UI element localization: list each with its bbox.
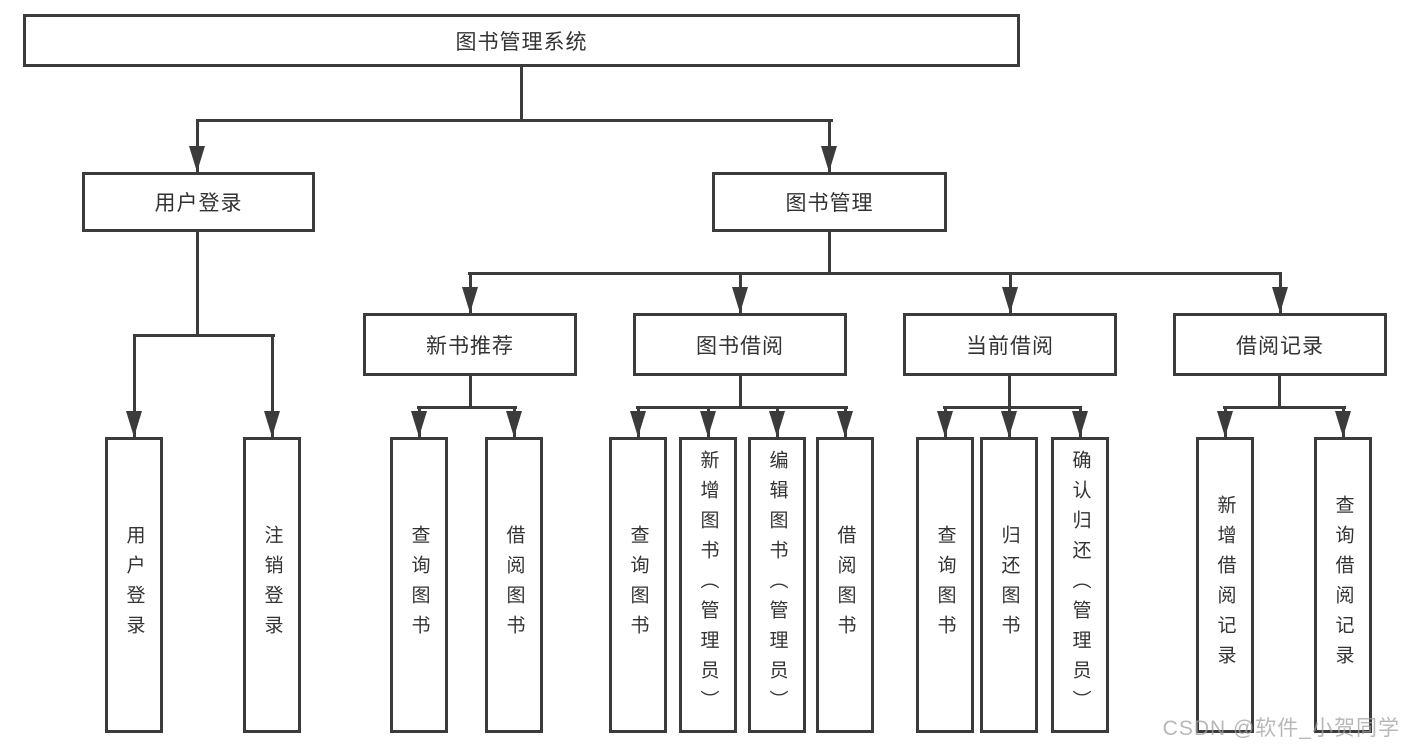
- leaf-borrow-books: 借阅图书: [816, 437, 874, 733]
- connector-stem: [1008, 374, 1011, 409]
- leaf-query-borrow-record: 查询借阅记录: [1314, 437, 1372, 733]
- connector-stem: [469, 374, 472, 409]
- leaf-user-login-label: 用户登录: [123, 525, 145, 645]
- arrow-down-icon: [821, 146, 837, 172]
- arrow-down-icon: [769, 411, 785, 437]
- leaf-borrow-books-recommend-label: 借阅图书: [503, 525, 525, 645]
- node-current-borrow: 当前借阅: [903, 313, 1117, 376]
- connector-drop: [196, 119, 199, 172]
- leaf-confirm-return-admin: 确认归还（管理员）: [1051, 437, 1109, 733]
- node-root-label: 图书管理系统: [455, 30, 588, 54]
- node-new-book-recommend: 新书推荐: [363, 313, 577, 376]
- leaf-confirm-return-admin-label: 确认归还（管理员）: [1069, 450, 1091, 720]
- node-root: 图书管理系统: [23, 14, 1020, 67]
- leaf-add-borrow-record-label: 新增借阅记录: [1214, 495, 1236, 675]
- arrow-down-icon: [411, 411, 427, 437]
- node-new-book-recommend-label: 新书推荐: [426, 334, 514, 358]
- arrow-down-icon: [837, 411, 853, 437]
- node-book-borrow: 图书借阅: [633, 313, 847, 376]
- watermark: CSDN @软件_小贺同学: [1162, 717, 1400, 740]
- leaf-logout-label: 注销登录: [261, 525, 283, 645]
- leaf-return-books-label: 归还图书: [998, 525, 1020, 645]
- leaf-return-books: 归还图书: [980, 437, 1038, 733]
- leaf-edit-books-admin: 编辑图书（管理员）: [748, 437, 806, 733]
- connector-stem: [739, 374, 742, 409]
- leaf-add-books-admin: 新增图书（管理员）: [679, 437, 737, 733]
- leaf-logout: 注销登录: [243, 437, 301, 733]
- connector-level3-bus: [468, 272, 1282, 275]
- arrow-down-icon: [1072, 411, 1088, 437]
- leaf-query-books-recommend: 查询图书: [390, 437, 448, 733]
- arrow-down-icon: [1002, 287, 1018, 313]
- connector-bus: [636, 406, 848, 409]
- leaf-query-books-borrow: 查询图书: [609, 437, 667, 733]
- leaf-query-books-current-label: 查询图书: [934, 525, 956, 645]
- connector-stem: [1278, 374, 1281, 409]
- arrow-down-icon: [630, 411, 646, 437]
- arrow-down-icon: [1335, 411, 1351, 437]
- arrow-down-icon: [189, 146, 205, 172]
- arrow-down-icon: [1272, 287, 1288, 313]
- arrow-down-icon: [126, 411, 142, 437]
- node-current-borrow-label: 当前借阅: [966, 334, 1054, 358]
- connector-drop: [828, 119, 831, 172]
- arrow-down-icon: [506, 411, 522, 437]
- leaf-query-books-borrow-label: 查询图书: [627, 525, 649, 645]
- connector-bus: [1223, 406, 1346, 409]
- connector-userlogin-bus: [133, 334, 275, 337]
- arrow-down-icon: [937, 411, 953, 437]
- connector-root-stem: [520, 65, 523, 122]
- connector-bookmgmt-stem: [828, 230, 831, 275]
- leaf-borrow-books-label: 借阅图书: [834, 525, 856, 645]
- arrow-down-icon: [1001, 411, 1017, 437]
- leaf-add-books-admin-label: 新增图书（管理员）: [697, 450, 719, 720]
- node-book-management-label: 图书管理: [785, 192, 874, 215]
- leaf-add-borrow-record: 新增借阅记录: [1196, 437, 1254, 733]
- leaf-query-borrow-record-label: 查询借阅记录: [1332, 495, 1354, 675]
- arrow-down-icon: [700, 411, 716, 437]
- node-book-management: 图书管理: [712, 172, 947, 232]
- leaf-edit-books-admin-label: 编辑图书（管理员）: [766, 450, 788, 720]
- arrow-down-icon: [1217, 411, 1233, 437]
- node-user-login: 用户登录: [82, 172, 315, 232]
- connector-bus: [417, 406, 517, 409]
- node-user-login-label: 用户登录: [154, 192, 243, 215]
- connector-drop: [271, 334, 274, 437]
- arrow-down-icon: [462, 287, 478, 313]
- connector-level2-bus: [196, 119, 833, 122]
- connector-bus: [943, 406, 1082, 409]
- connector-userlogin-stem: [196, 230, 199, 337]
- arrow-down-icon: [264, 411, 280, 437]
- node-book-borrow-label: 图书借阅: [696, 334, 784, 358]
- arrow-down-icon: [732, 287, 748, 313]
- leaf-query-books-recommend-label: 查询图书: [408, 525, 430, 645]
- node-borrow-records: 借阅记录: [1173, 313, 1387, 376]
- connector-drop: [133, 334, 136, 437]
- leaf-user-login: 用户登录: [105, 437, 163, 733]
- leaf-borrow-books-recommend: 借阅图书: [485, 437, 543, 733]
- leaf-query-books-current: 查询图书: [916, 437, 974, 733]
- node-borrow-records-label: 借阅记录: [1236, 334, 1324, 358]
